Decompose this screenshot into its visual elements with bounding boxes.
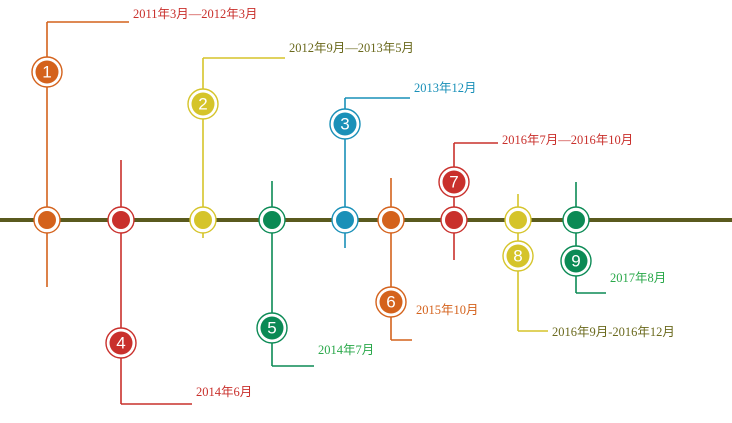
- badge-number: 5: [267, 319, 276, 338]
- badge-fill: [442, 170, 466, 194]
- axis-node-dot: [194, 211, 212, 229]
- milestone-7: 7 2016年7月—2016年10月: [438, 133, 633, 260]
- axis-node-dot: [382, 211, 400, 229]
- badge-fill: [109, 331, 133, 355]
- milestone-date-label: 2016年9月-2016年12月: [552, 325, 675, 339]
- badge-number: 3: [340, 115, 349, 134]
- badge-number: 8: [513, 247, 522, 266]
- badge-fill: [333, 112, 357, 136]
- badge-fill: [379, 290, 403, 314]
- milestone-date-label: 2012年9月—2013年5月: [289, 41, 414, 55]
- milestone-6: 6 2015年10月: [375, 178, 479, 341]
- badge-number: 6: [386, 293, 395, 312]
- milestone-date-label: 2011年3月—2012年3月: [133, 7, 258, 21]
- badge-fill: [260, 316, 284, 340]
- milestone-5: 5 2014年7月: [256, 181, 374, 367]
- milestone-date-label: 2013年12月: [414, 81, 477, 95]
- milestone-4: 4 2014年6月: [105, 160, 252, 405]
- badge-fill: [191, 92, 215, 116]
- badge-number: 2: [198, 95, 207, 114]
- badge-fill: [564, 249, 588, 273]
- badge-number: 4: [116, 334, 125, 353]
- milestone-8: 8 2016年9月-2016年12月: [502, 194, 675, 339]
- axis-node-dot: [445, 211, 463, 229]
- milestone-date-label: 2015年10月: [416, 303, 479, 317]
- axis-node-dot: [263, 211, 281, 229]
- axis-node-dot: [38, 211, 56, 229]
- axis-node-dot: [112, 211, 130, 229]
- badge-fill: [35, 60, 59, 84]
- axis-node-dot: [509, 211, 527, 229]
- badge-number: 7: [449, 173, 458, 192]
- milestone-date-label: 2014年7月: [318, 343, 374, 357]
- milestone-date-label: 2014年6月: [196, 385, 252, 399]
- axis-node-dot: [567, 211, 585, 229]
- badge-number: 1: [42, 63, 51, 82]
- milestone-9: 9 2017年8月: [560, 182, 666, 294]
- milestone-3: 3 2013年12月: [329, 81, 477, 248]
- milestone-2: 2 2012年9月—2013年5月: [187, 41, 414, 238]
- milestone-date-label: 2017年8月: [610, 271, 666, 285]
- milestone-date-label: 2016年7月—2016年10月: [502, 133, 633, 147]
- axis-node-dot: [336, 211, 354, 229]
- milestone-markers: 1 2011年3月—2012年3月 2 2012年9月—2013年5月 3 2013年12…: [31, 7, 675, 405]
- badge-number: 9: [571, 252, 580, 271]
- milestone-1: 1 2011年3月—2012年3月: [31, 7, 258, 287]
- badge-fill: [506, 244, 530, 268]
